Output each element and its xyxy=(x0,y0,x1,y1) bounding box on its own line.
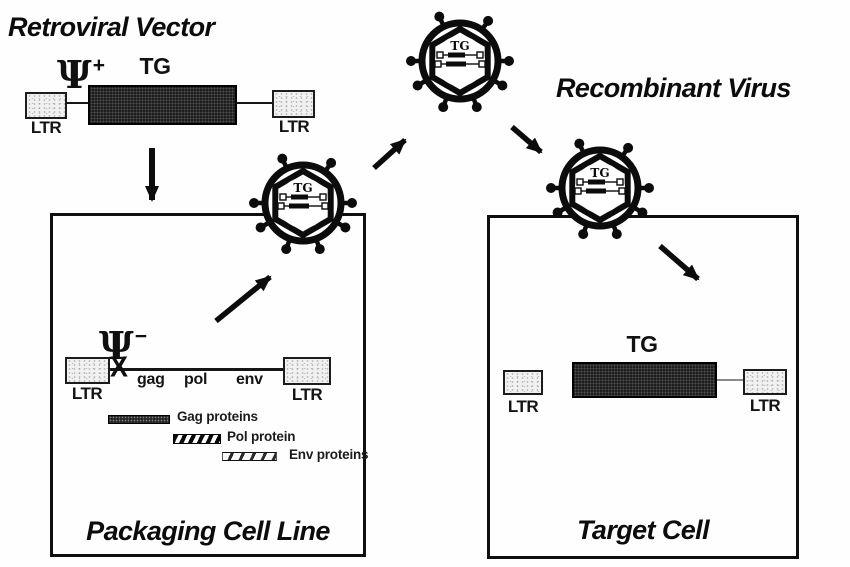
virus-core-tg-label: TG xyxy=(450,39,469,53)
target-connector-right xyxy=(717,379,743,381)
packaging-ltr-right-label: LTR xyxy=(291,385,323,404)
virus-core-icon xyxy=(435,36,485,86)
vector-ltr-right-box xyxy=(272,90,315,118)
gag-proteins-label: Gag proteins xyxy=(177,409,258,424)
virus-genome-icon xyxy=(574,178,626,195)
packaging-genome-line xyxy=(110,368,283,371)
vector-ltr-left-box xyxy=(25,92,67,119)
psi-plus-superscript: + xyxy=(92,54,105,78)
virus-genome-icon xyxy=(434,51,486,68)
gag-proteins-swatch xyxy=(108,415,170,424)
packaging-cell-box xyxy=(50,213,366,557)
vector-ltr-left-label: LTR xyxy=(30,118,62,137)
target-cell-label: Target Cell xyxy=(577,515,710,545)
target-ltr-right-box xyxy=(743,369,787,395)
vector-transgene-box xyxy=(88,85,237,125)
env-proteins-label: Env proteins xyxy=(289,447,369,462)
env-gene-label: env xyxy=(236,371,263,388)
target-ltr-left-box xyxy=(503,370,543,395)
recombinant-virus-title: Recombinant Virus xyxy=(556,73,791,103)
psi-glyph: Ψ xyxy=(57,52,92,97)
packaging-ltr-right-box xyxy=(283,357,331,385)
recombinant-virus-particle-budding: TG xyxy=(249,153,357,255)
target-ltr-right-label: LTR xyxy=(749,396,781,415)
target-transgene-label: TG xyxy=(626,331,658,357)
retroviral-vector-title: Retroviral Vector xyxy=(8,12,215,42)
virus-core-icon xyxy=(575,163,625,213)
virus-infection-arrow xyxy=(510,124,543,155)
virus-core-tg-label: TG xyxy=(590,166,609,180)
pol-protein-label: Pol protein xyxy=(227,429,296,444)
psi-deleted-x-mark: X xyxy=(110,351,129,383)
packaging-ltr-left-box xyxy=(65,357,110,384)
pol-gene-label: pol xyxy=(184,371,208,388)
gag-gene-label: gag xyxy=(137,371,165,388)
target-ltr-left-label: LTR xyxy=(507,397,539,416)
target-transgene-box xyxy=(572,362,717,398)
packaging-ltr-left-label: LTR xyxy=(71,384,103,403)
env-proteins-swatch xyxy=(222,452,277,461)
recombinant-virus-particle-infecting: TG xyxy=(546,138,654,240)
virus-core-tg-label: TG xyxy=(293,181,312,195)
vector-transgene-label: TG xyxy=(139,53,171,79)
virus-release-arrow xyxy=(372,137,407,171)
vector-connector-right xyxy=(236,102,273,104)
pol-protein-swatch xyxy=(173,434,221,444)
vector-connector-left xyxy=(66,102,89,104)
psi-plus-symbol: Ψ+ xyxy=(57,54,105,94)
virus-genome-icon xyxy=(277,193,329,210)
packaging-cell-label: Packaging Cell Line xyxy=(86,516,330,546)
vector-ltr-right-label: LTR xyxy=(278,117,310,136)
recombinant-virus-particle-free: TG xyxy=(406,11,514,113)
psi-minus-superscript: − xyxy=(134,325,147,349)
virus-core-icon xyxy=(278,178,328,228)
